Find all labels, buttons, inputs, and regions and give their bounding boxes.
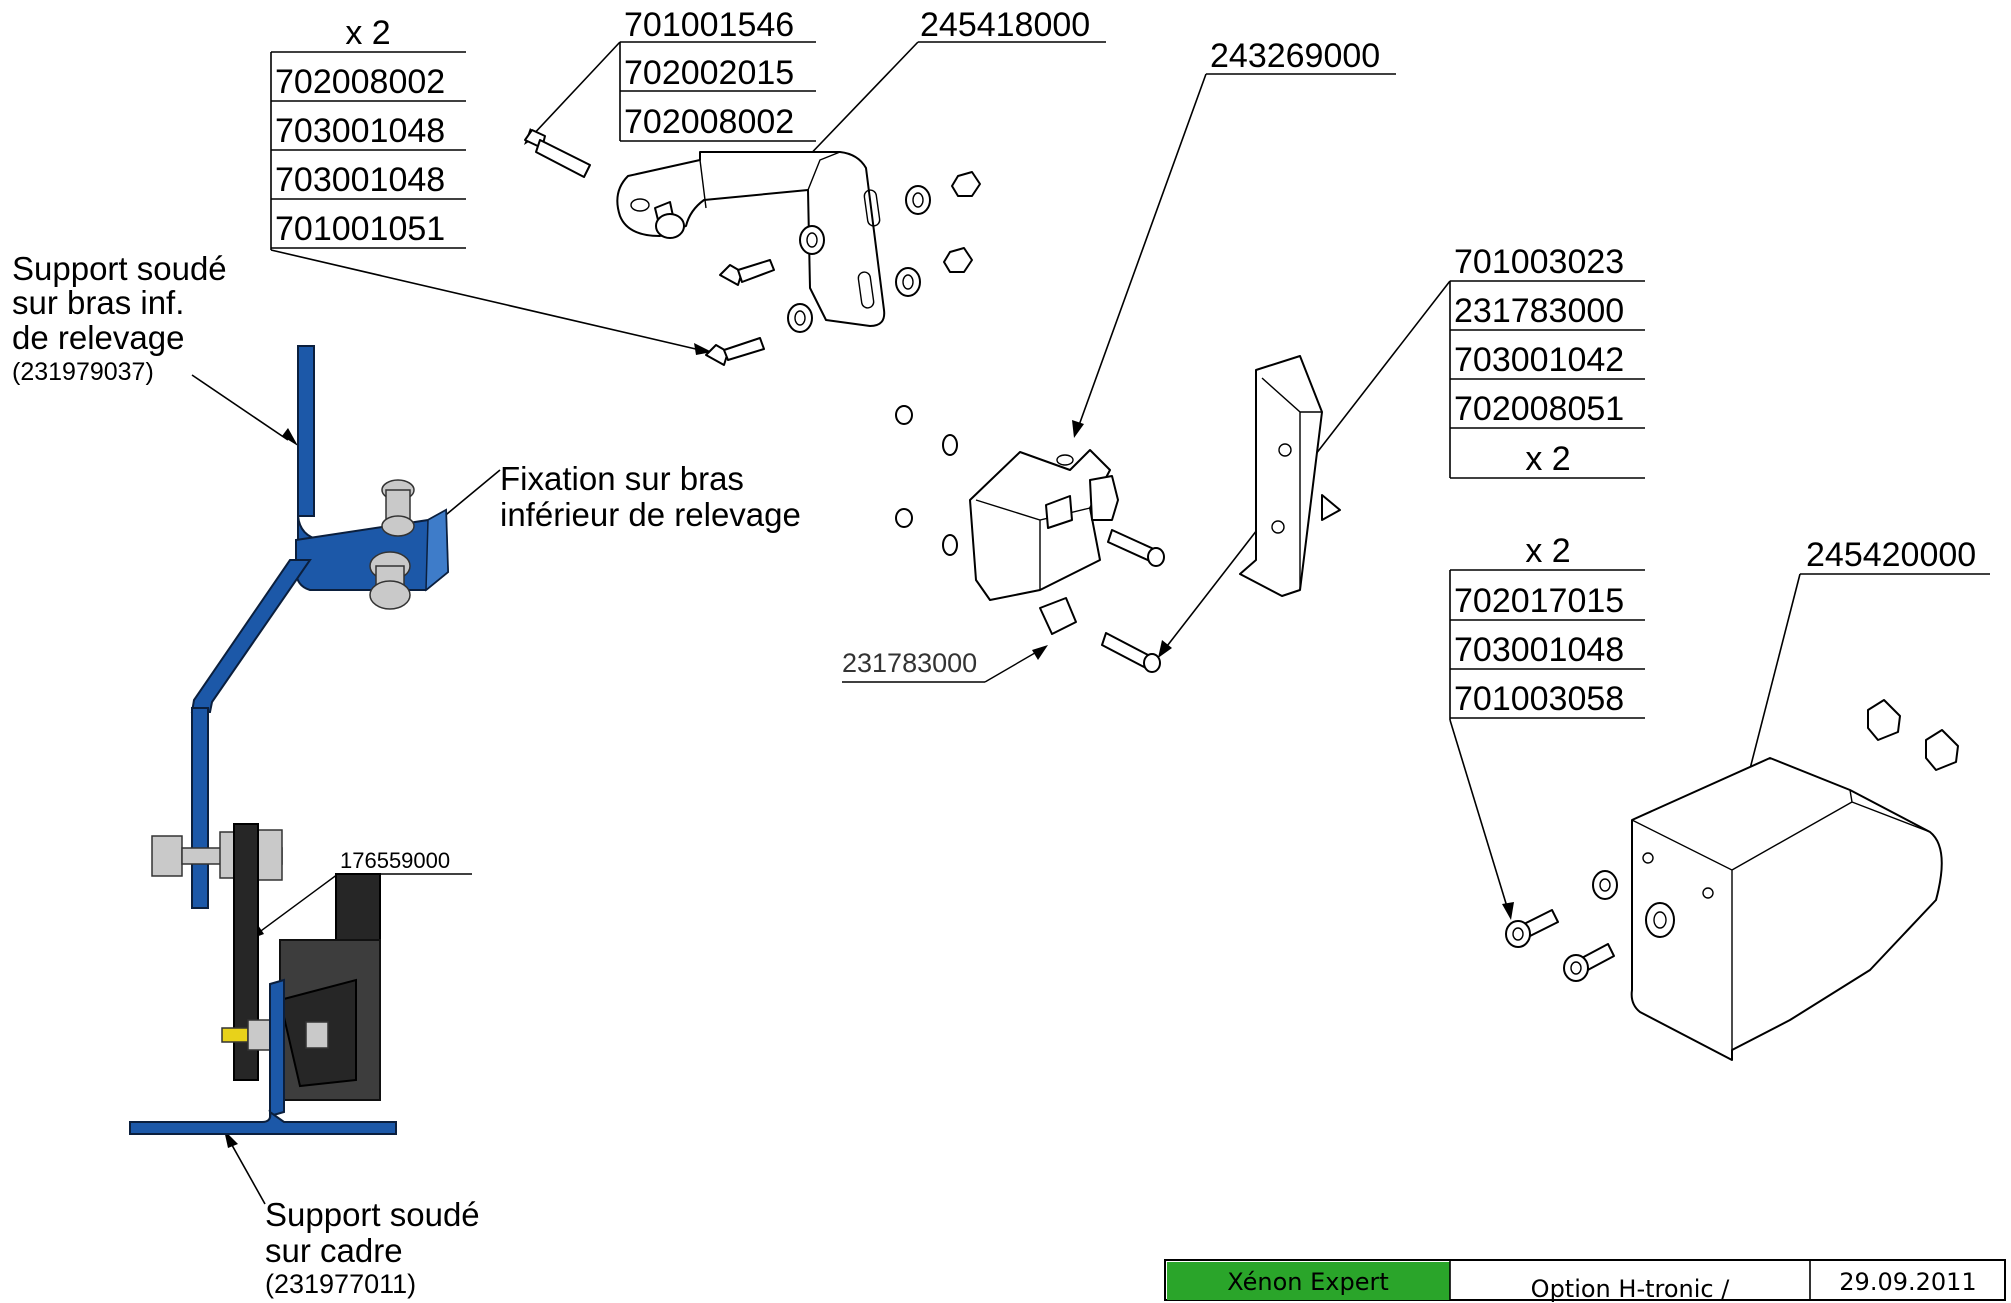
part-label-cover: 245420000 — [1806, 536, 1976, 574]
title-block-model: Xénon Expert — [1227, 1268, 1389, 1296]
annotation-support-arm: Support soudé sur bras inf. de relevage … — [12, 250, 227, 386]
bom-table-c-item: 703001042 — [1454, 341, 1624, 379]
svg-text:(231979037): (231979037) — [12, 358, 154, 386]
hardware-bracket — [524, 129, 981, 366]
bom-table-a: x 2 702008002 703001048 703001048 701001… — [270, 14, 466, 250]
bom-table-d-item: 702017015 — [1454, 582, 1624, 620]
svg-text:de relevage: de relevage — [12, 319, 184, 356]
bracket-245418000 — [616, 151, 886, 327]
blue-support-assembly — [129, 345, 450, 1135]
svg-text:Support soudé: Support soudé — [265, 1196, 480, 1233]
svg-text:sur bras inf.: sur bras inf. — [12, 284, 184, 321]
leader-lines — [191, 41, 1801, 1205]
bom-table-d: x 2 702017015 703001048 701003058 — [1449, 532, 1645, 720]
svg-text:Support soudé: Support soudé — [12, 250, 227, 287]
bom-table-b-item: 701001546 — [624, 6, 794, 44]
title-block-date: 29.09.2011 — [1839, 1268, 1976, 1296]
bom-table-c-qty: x 2 — [1525, 440, 1570, 478]
bom-table-a-qty: x 2 — [345, 14, 390, 52]
annotation-fixation: Fixation sur bras inférieur de relevage — [500, 460, 801, 533]
bom-table-d-item: 701003058 — [1454, 680, 1624, 718]
mounting-plate — [1239, 355, 1341, 597]
part-label-plate: 231783000 — [842, 648, 977, 678]
bom-table-a-item: 701001051 — [275, 210, 445, 248]
part-label-stop: 176559000 — [340, 848, 450, 873]
bom-table-c-item: 702008051 — [1454, 390, 1624, 428]
bom-table-c-item: 701003023 — [1454, 243, 1624, 281]
svg-text:(231977011): (231977011) — [265, 1269, 416, 1299]
annotation-support-frame: Support soudé sur cadre (231977011) — [265, 1196, 480, 1299]
bom-table-c: 701003023 231783000 703001042 702008051 … — [1449, 243, 1645, 479]
bom-table-b-item: 702002015 — [624, 54, 794, 92]
title-block: Xénon Expert Option H-tronic / 29.09.201… — [1164, 1259, 2006, 1303]
title-block-model-cell — [1167, 1262, 1450, 1300]
bom-table-a-item: 703001048 — [275, 161, 445, 199]
part-label-sensor: 243269000 — [1210, 37, 1380, 75]
title-block-option: Option H-tronic / — [1531, 1275, 1731, 1303]
bom-table-d-qty: x 2 — [1525, 532, 1570, 570]
svg-text:inférieur de relevage: inférieur de relevage — [500, 496, 801, 533]
bom-table-c-item: 231783000 — [1454, 292, 1624, 330]
svg-text:Fixation sur bras: Fixation sur bras — [500, 460, 744, 497]
bom-table-a-item: 703001048 — [275, 112, 445, 150]
bom-table-a-item: 702008002 — [275, 63, 445, 101]
bom-table-d-item: 703001048 — [1454, 631, 1624, 669]
cover-245420000 — [1505, 699, 1959, 1061]
part-label-bracket: 245418000 — [920, 6, 1090, 44]
svg-text:sur cadre: sur cadre — [265, 1232, 403, 1269]
bom-table-b: 701001546 702002015 702008002 — [619, 6, 816, 142]
bom-table-b-item: 702008002 — [624, 103, 794, 141]
sensor-243269000 — [895, 405, 1165, 673]
